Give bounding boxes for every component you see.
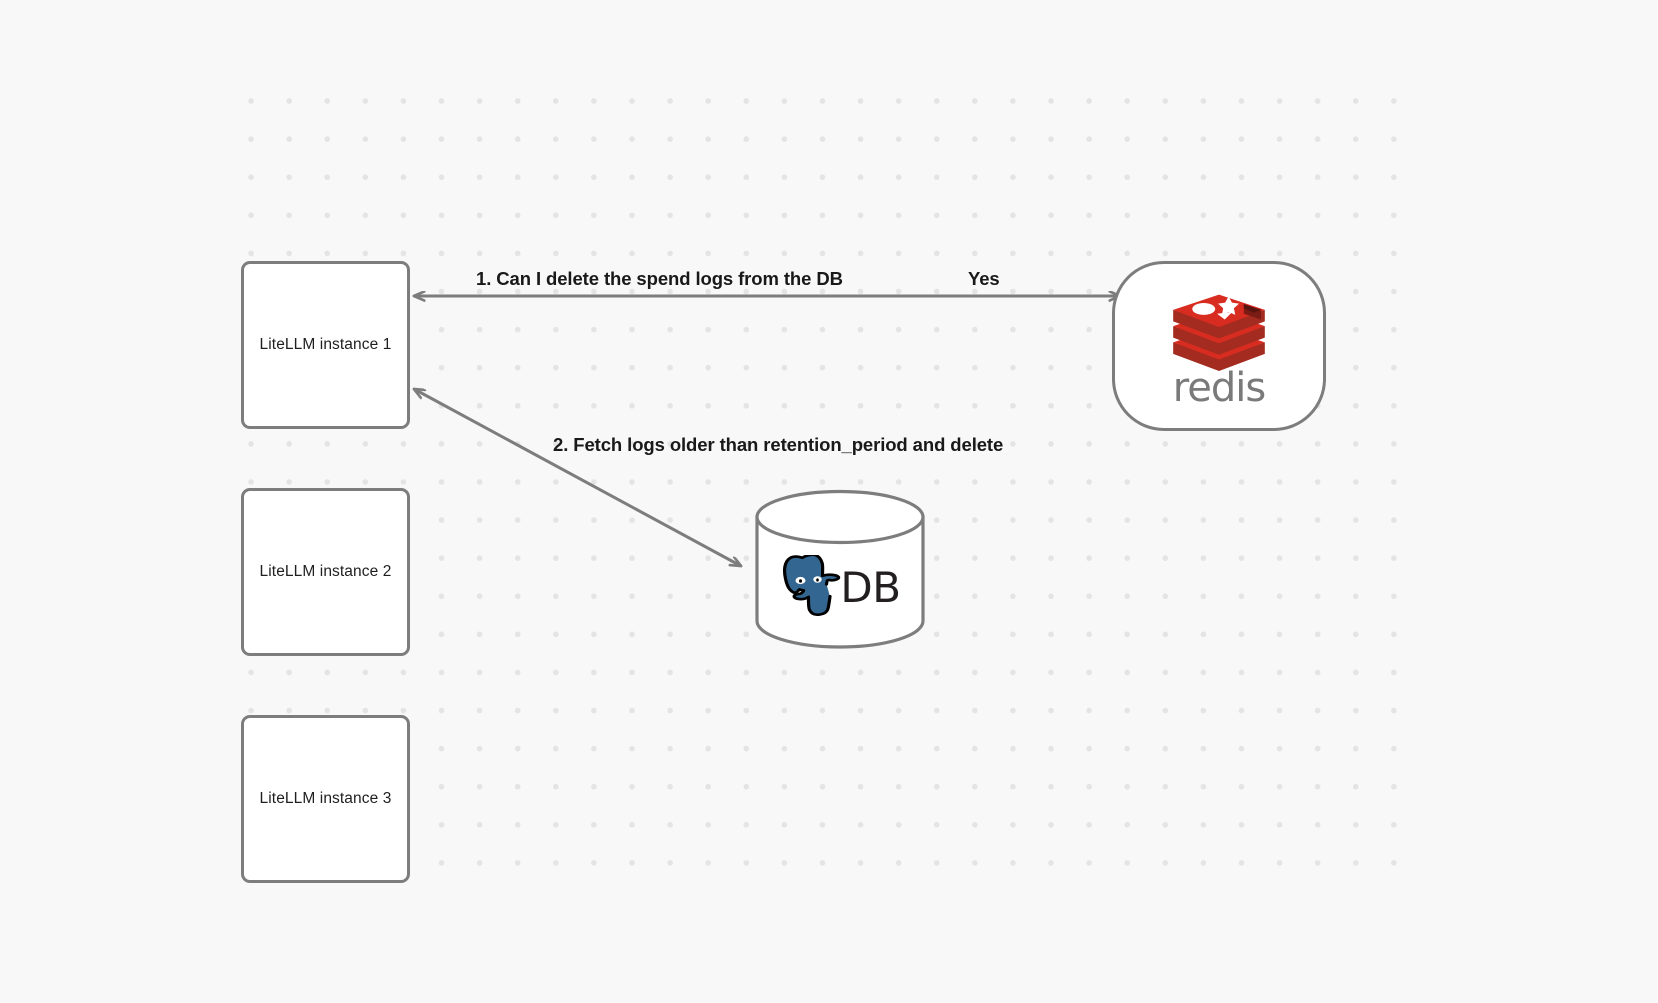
node-database[interactable]: DB [754,489,926,649]
postgresql-elephant-icon [783,555,841,617]
database-logo-row: DB [754,547,926,627]
node-litellm-instance-2[interactable]: LiteLLM instance 2 [241,488,410,656]
redis-wordmark: redis [1172,365,1267,411]
redis-logo: redis [1167,287,1271,411]
edge-label-step-2: 2. Fetch logs older than retention_perio… [553,434,1004,455]
cylinder-shape [755,489,925,649]
edge-label-yes: Yes [968,268,1000,289]
node-litellm-instance-3[interactable]: LiteLLM instance 3 [241,715,410,883]
node-label: LiteLLM instance 2 [259,563,392,580]
node-redis[interactable]: redis [1112,261,1326,431]
edge-label-step-1: 1. Can I delete the spend logs from the … [476,268,843,289]
node-label: LiteLLM instance 3 [259,790,392,807]
node-litellm-instance-1[interactable]: LiteLLM instance 1 [241,261,410,429]
edge-litellm1-database [414,389,741,566]
node-label: LiteLLM instance 1 [259,336,392,353]
redis-cube-icon [1173,294,1265,371]
database-label: DB [840,563,901,612]
